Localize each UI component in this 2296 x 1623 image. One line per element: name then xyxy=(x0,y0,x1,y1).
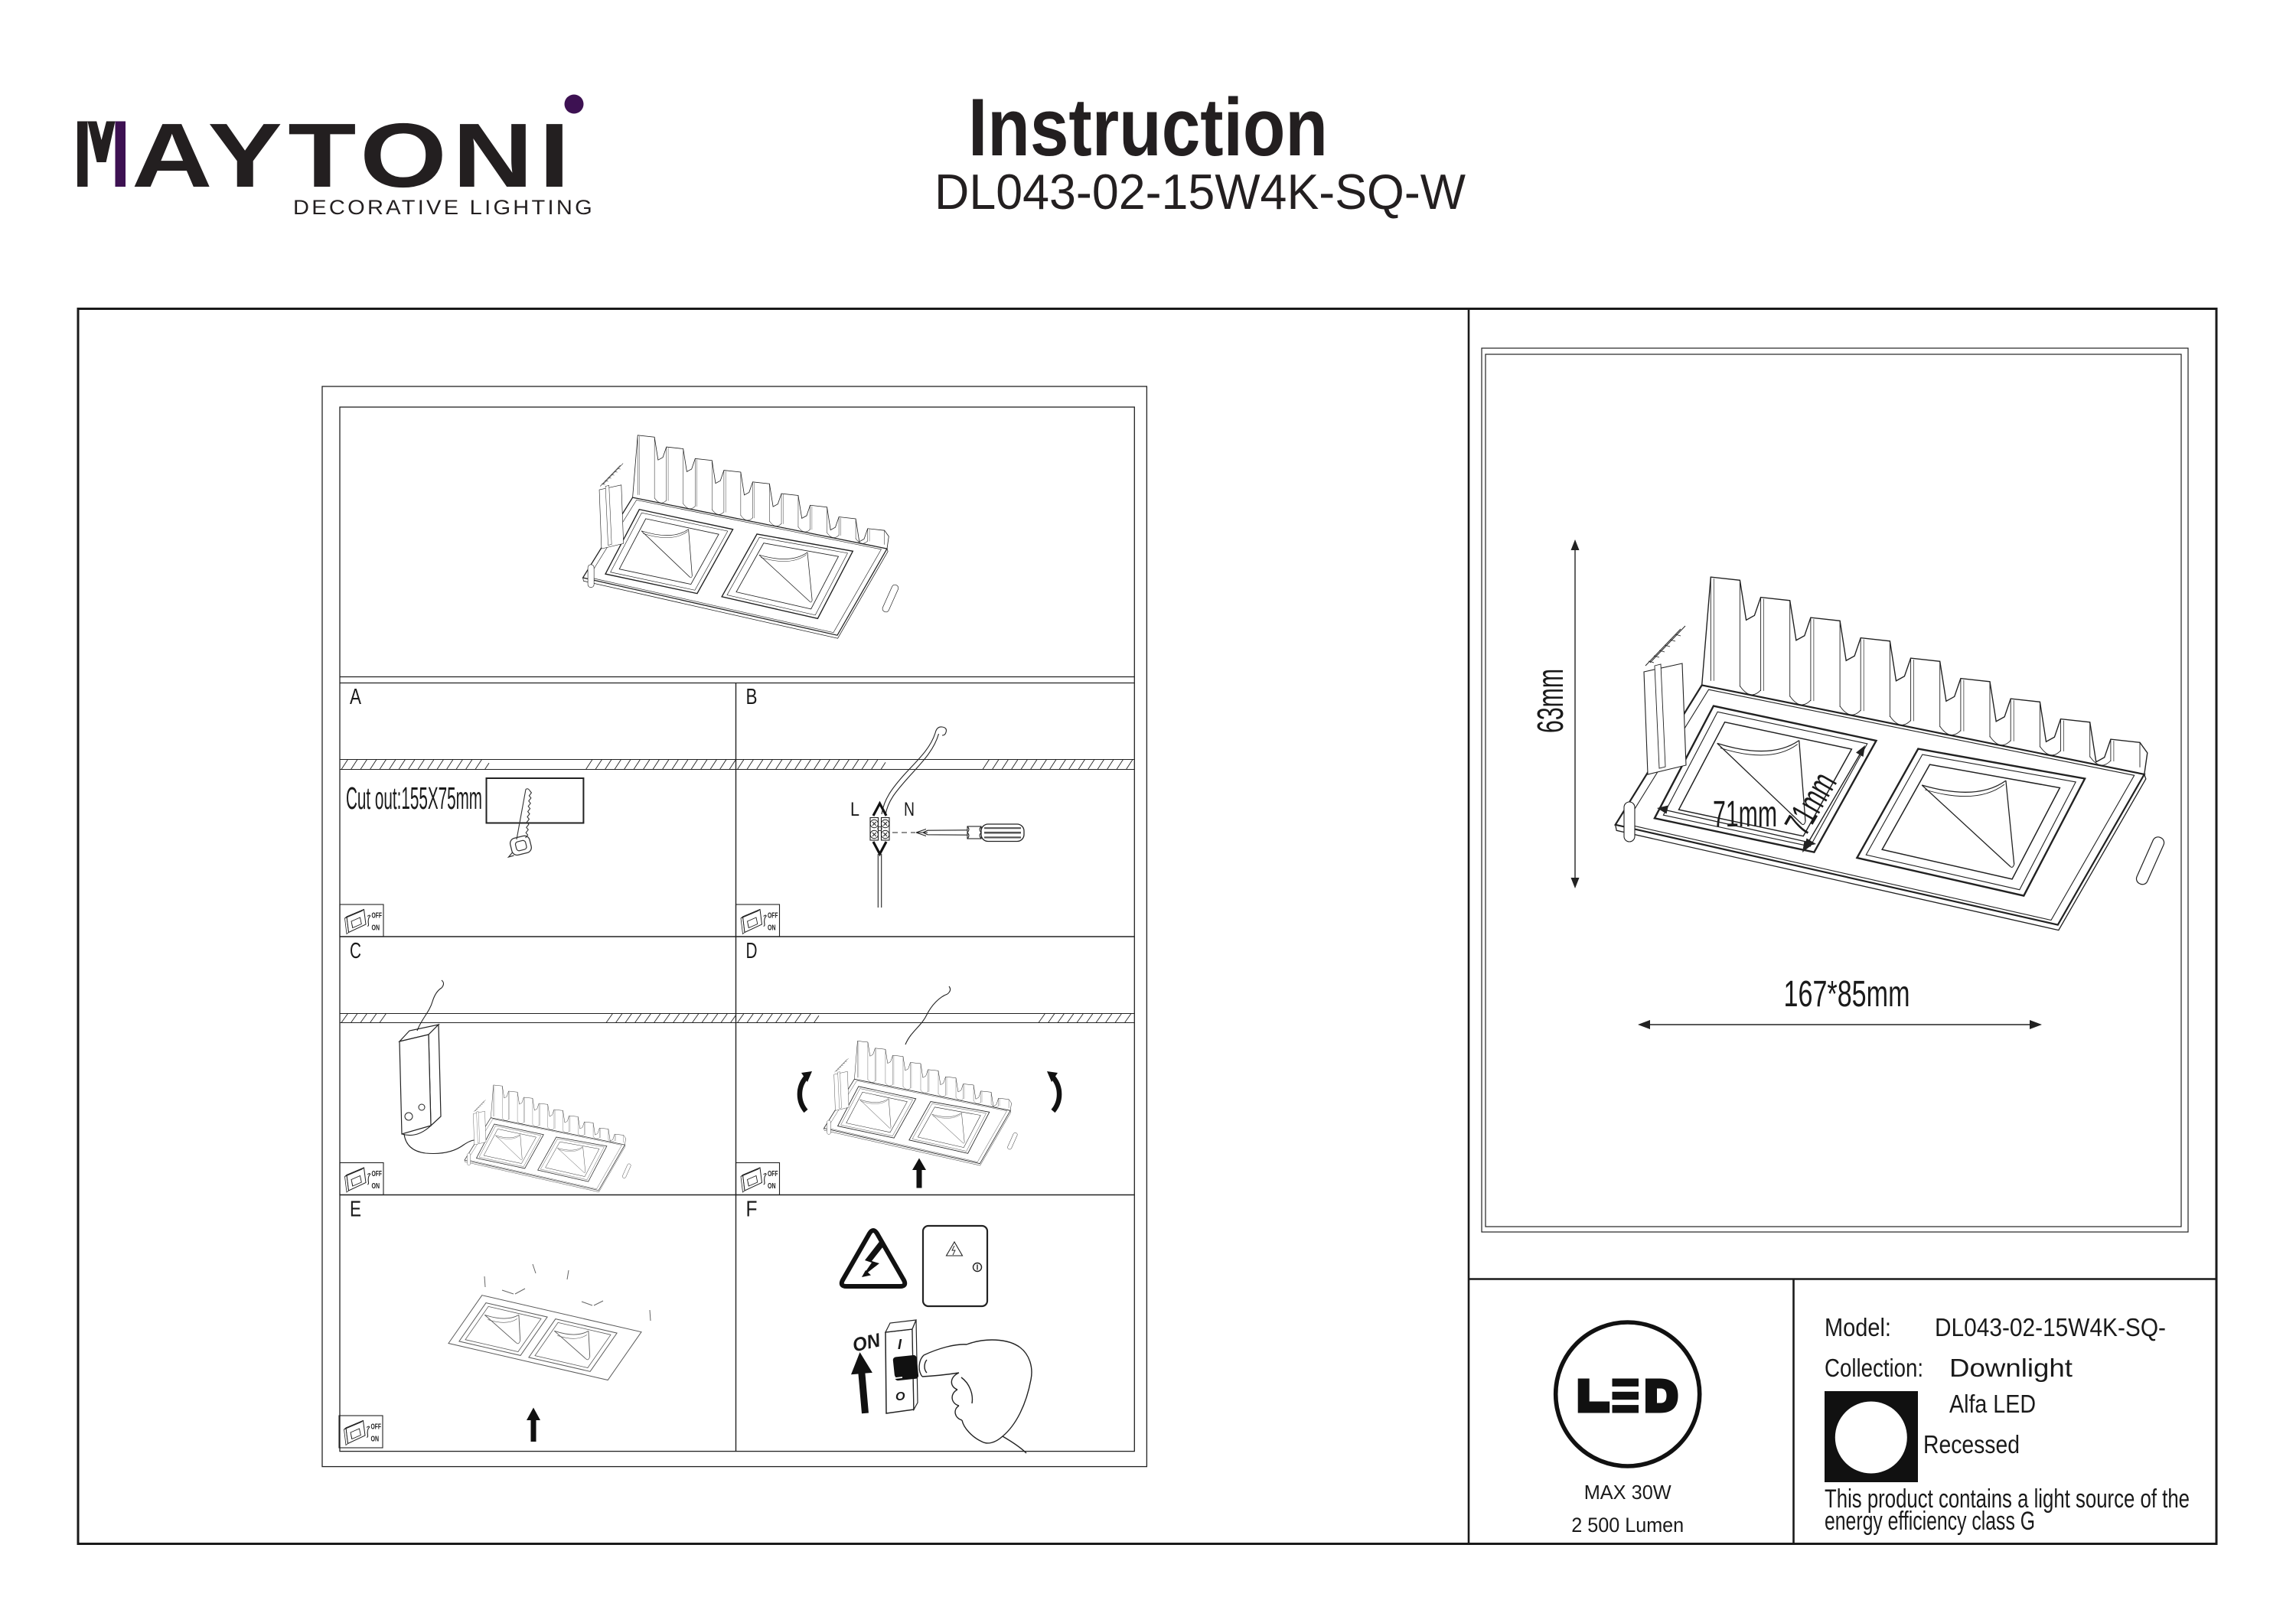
svg-text:This product contains a light: This product contains a light source of … xyxy=(1825,1484,2190,1514)
svg-text:F: F xyxy=(746,1198,758,1222)
svg-text:Instruction: Instruction xyxy=(968,81,1328,173)
svg-text:2 500 Lumen: 2 500 Lumen xyxy=(1571,1514,1684,1537)
svg-text:MAX 30W: MAX 30W xyxy=(1584,1481,1671,1504)
svg-text:63mm: 63mm xyxy=(1531,669,1571,733)
svg-text:E: E xyxy=(350,1198,361,1222)
svg-text:OFF: OFF xyxy=(371,1423,382,1432)
svg-text:DL043-02-15W4K-SQ-W: DL043-02-15W4K-SQ-W xyxy=(934,164,1466,220)
svg-text:ON: ON xyxy=(372,924,380,933)
svg-text:OFF: OFF xyxy=(768,912,778,921)
svg-text:167*85mm: 167*85mm xyxy=(1784,974,1910,1015)
svg-text:Downlight: Downlight xyxy=(1949,1354,2073,1382)
svg-text:ON: ON xyxy=(372,1182,380,1191)
svg-text:Model:: Model: xyxy=(1825,1313,1891,1341)
svg-text:C: C xyxy=(350,939,361,963)
svg-text:71mm: 71mm xyxy=(1713,794,1777,835)
svg-text:ON: ON xyxy=(371,1436,380,1444)
svg-text:Cut out:155X75mm: Cut out:155X75mm xyxy=(346,781,482,816)
svg-text:DL043-02-15W4K-SQ-: DL043-02-15W4K-SQ- xyxy=(1935,1313,2166,1341)
svg-text:ON: ON xyxy=(768,1182,776,1191)
svg-text:D: D xyxy=(746,939,758,963)
svg-text:Collection:: Collection: xyxy=(1825,1354,1923,1382)
svg-text:A: A xyxy=(350,685,362,709)
svg-text:OFF: OFF xyxy=(372,1170,383,1178)
svg-text:L: L xyxy=(850,799,859,820)
svg-text:AYTONI: AYTONI xyxy=(132,105,576,207)
svg-text:energy efficiency class G: energy efficiency class G xyxy=(1825,1507,2035,1536)
svg-text:I: I xyxy=(898,1337,902,1352)
svg-text:ON: ON xyxy=(768,924,776,933)
svg-text:OFF: OFF xyxy=(372,912,383,921)
svg-text:DECORATIVE LIGHTING: DECORATIVE LIGHTING xyxy=(293,196,595,219)
svg-text:Alfa LED: Alfa LED xyxy=(1949,1390,2036,1418)
svg-text:O: O xyxy=(895,1390,905,1403)
svg-text:OFF: OFF xyxy=(768,1170,778,1178)
svg-text:N: N xyxy=(904,799,915,820)
svg-text:Recessed: Recessed xyxy=(1923,1430,2020,1458)
svg-text:B: B xyxy=(746,685,758,709)
